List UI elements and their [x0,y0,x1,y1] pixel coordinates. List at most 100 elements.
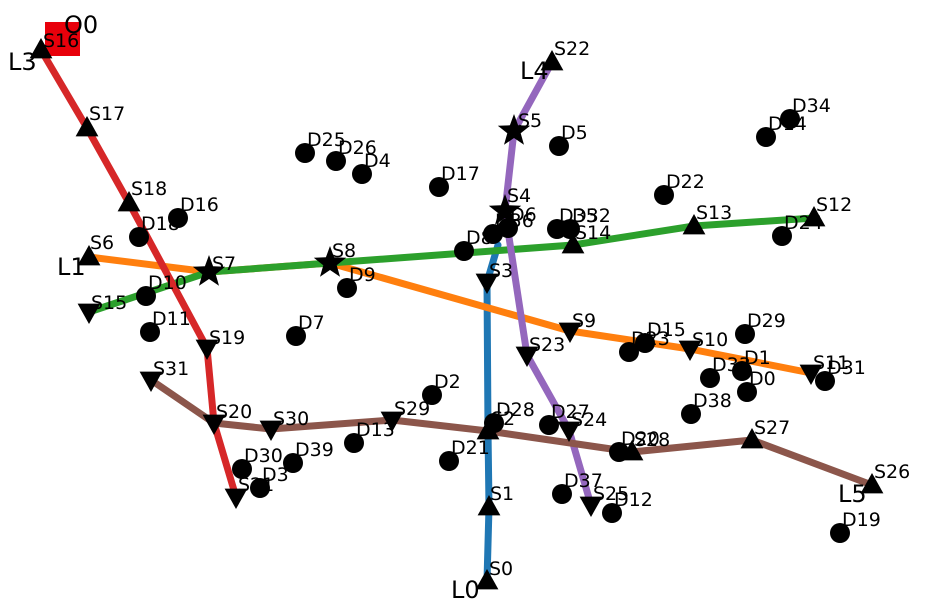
line-L3 [37,46,240,501]
station-label-S3: S3 [489,260,513,282]
destination-D1 [732,361,752,381]
destination-D14 [756,127,776,147]
destination-D10 [136,286,156,306]
destination-label-D15: D15 [647,319,686,341]
station-label-S26: S26 [874,461,910,483]
station-S17 [75,116,99,137]
destination-label-D34: D34 [792,95,831,117]
destination-D21 [439,451,459,471]
station-label-S10: S10 [692,329,728,351]
station-label-S8: S8 [332,240,356,262]
destination-D16 [168,208,188,228]
station-S0 [475,569,499,590]
origin-label: O0 [64,11,98,39]
station-label-S4: S4 [507,185,531,207]
destination-D23 [619,342,639,362]
station-label-S2: S2 [491,408,515,430]
station-S21 [224,488,248,509]
station-label-S27: S27 [754,417,790,439]
destination-label-D35: D35 [559,205,598,227]
destination-D2 [422,385,442,405]
station-S27 [740,428,764,449]
destination-label-D39: D39 [295,439,334,461]
destination-D26 [326,151,346,171]
destination-label-D23: D23 [631,328,670,350]
station-S9 [558,322,582,343]
destination-layer [129,109,850,543]
origin-layer [45,22,80,56]
destination-label-D3: D3 [262,464,289,486]
destination-label-D9: D9 [349,264,376,286]
station-S31 [139,371,163,392]
station-S24 [557,421,581,442]
destination-label-D10: D10 [148,272,187,294]
destination-label-D19: D19 [842,509,881,531]
destination-label-D38: D38 [693,390,732,412]
station-label-S19: S19 [209,327,245,349]
destination-D11 [140,322,160,342]
station-layer [29,38,884,590]
station-label-S28: S28 [634,429,670,451]
station-label-S13: S13 [696,202,732,224]
destination-label-D18: D18 [141,213,180,235]
destination-label-D29: D29 [747,310,786,332]
destination-D38 [681,404,701,424]
station-S29 [380,411,404,432]
destination-label-D4: D4 [364,150,391,172]
station-S5 [497,114,531,145]
destination-D12 [602,503,622,523]
destination-D36 [483,224,503,244]
station-label-S31: S31 [153,358,189,380]
destination-D25 [295,143,315,163]
station-S28 [620,440,644,461]
line-label-L5: L5 [838,480,867,508]
destination-D24 [772,226,792,246]
station-label-S1: S1 [490,483,514,505]
station-label-S30: S30 [273,408,309,430]
station-label-S21: S21 [238,474,274,496]
station-label-S14: S14 [575,222,611,244]
destination-D29 [735,324,755,344]
station-S14 [561,233,585,254]
destination-label-D8: D8 [466,227,493,249]
station-label-S15: S15 [91,292,127,314]
station-label-S24: S24 [571,409,607,431]
destination-D34 [780,109,800,129]
destination-D39 [283,453,303,473]
destination-label-D20: D20 [621,428,660,450]
destination-D37 [552,484,572,504]
destination-label-D2: D2 [434,371,461,393]
station-label-S29: S29 [394,398,430,420]
destination-label-D28: D28 [496,399,535,421]
line-label-L1: L1 [57,253,86,281]
station-label-S7: S7 [212,253,236,275]
destination-label-D13: D13 [356,419,395,441]
destination-D22 [654,185,674,205]
destination-label-D7: D7 [298,312,325,334]
destination-label-D12: D12 [614,489,653,511]
destination-label-D24: D24 [784,212,823,234]
station-S22 [540,50,564,71]
origin-O0 [45,22,80,56]
station-S13 [682,214,706,235]
destination-D7 [286,326,306,346]
station-label-S9: S9 [572,310,596,332]
station-label-S0: S0 [489,558,513,580]
station-S3 [475,273,499,294]
station-S15 [77,303,101,324]
station-label-S11: S11 [813,352,849,374]
line-label-L3: L3 [8,48,37,76]
label-layer: O0S0S1S2S3S4S5S6S7S8S9S10S11S12S13S14S15… [8,11,910,604]
destination-label-D21: D21 [451,437,490,459]
destination-label-D36: D36 [495,210,534,232]
station-label-S25: S25 [593,483,629,505]
station-label-S20: S20 [216,401,252,423]
destination-label-D16: D16 [180,194,219,216]
destination-label-D25: D25 [307,129,346,151]
station-S11 [799,364,823,385]
station-S30 [259,420,283,441]
station-S19 [195,339,219,360]
destination-D35 [547,219,567,239]
station-label-S6: S6 [90,232,114,254]
